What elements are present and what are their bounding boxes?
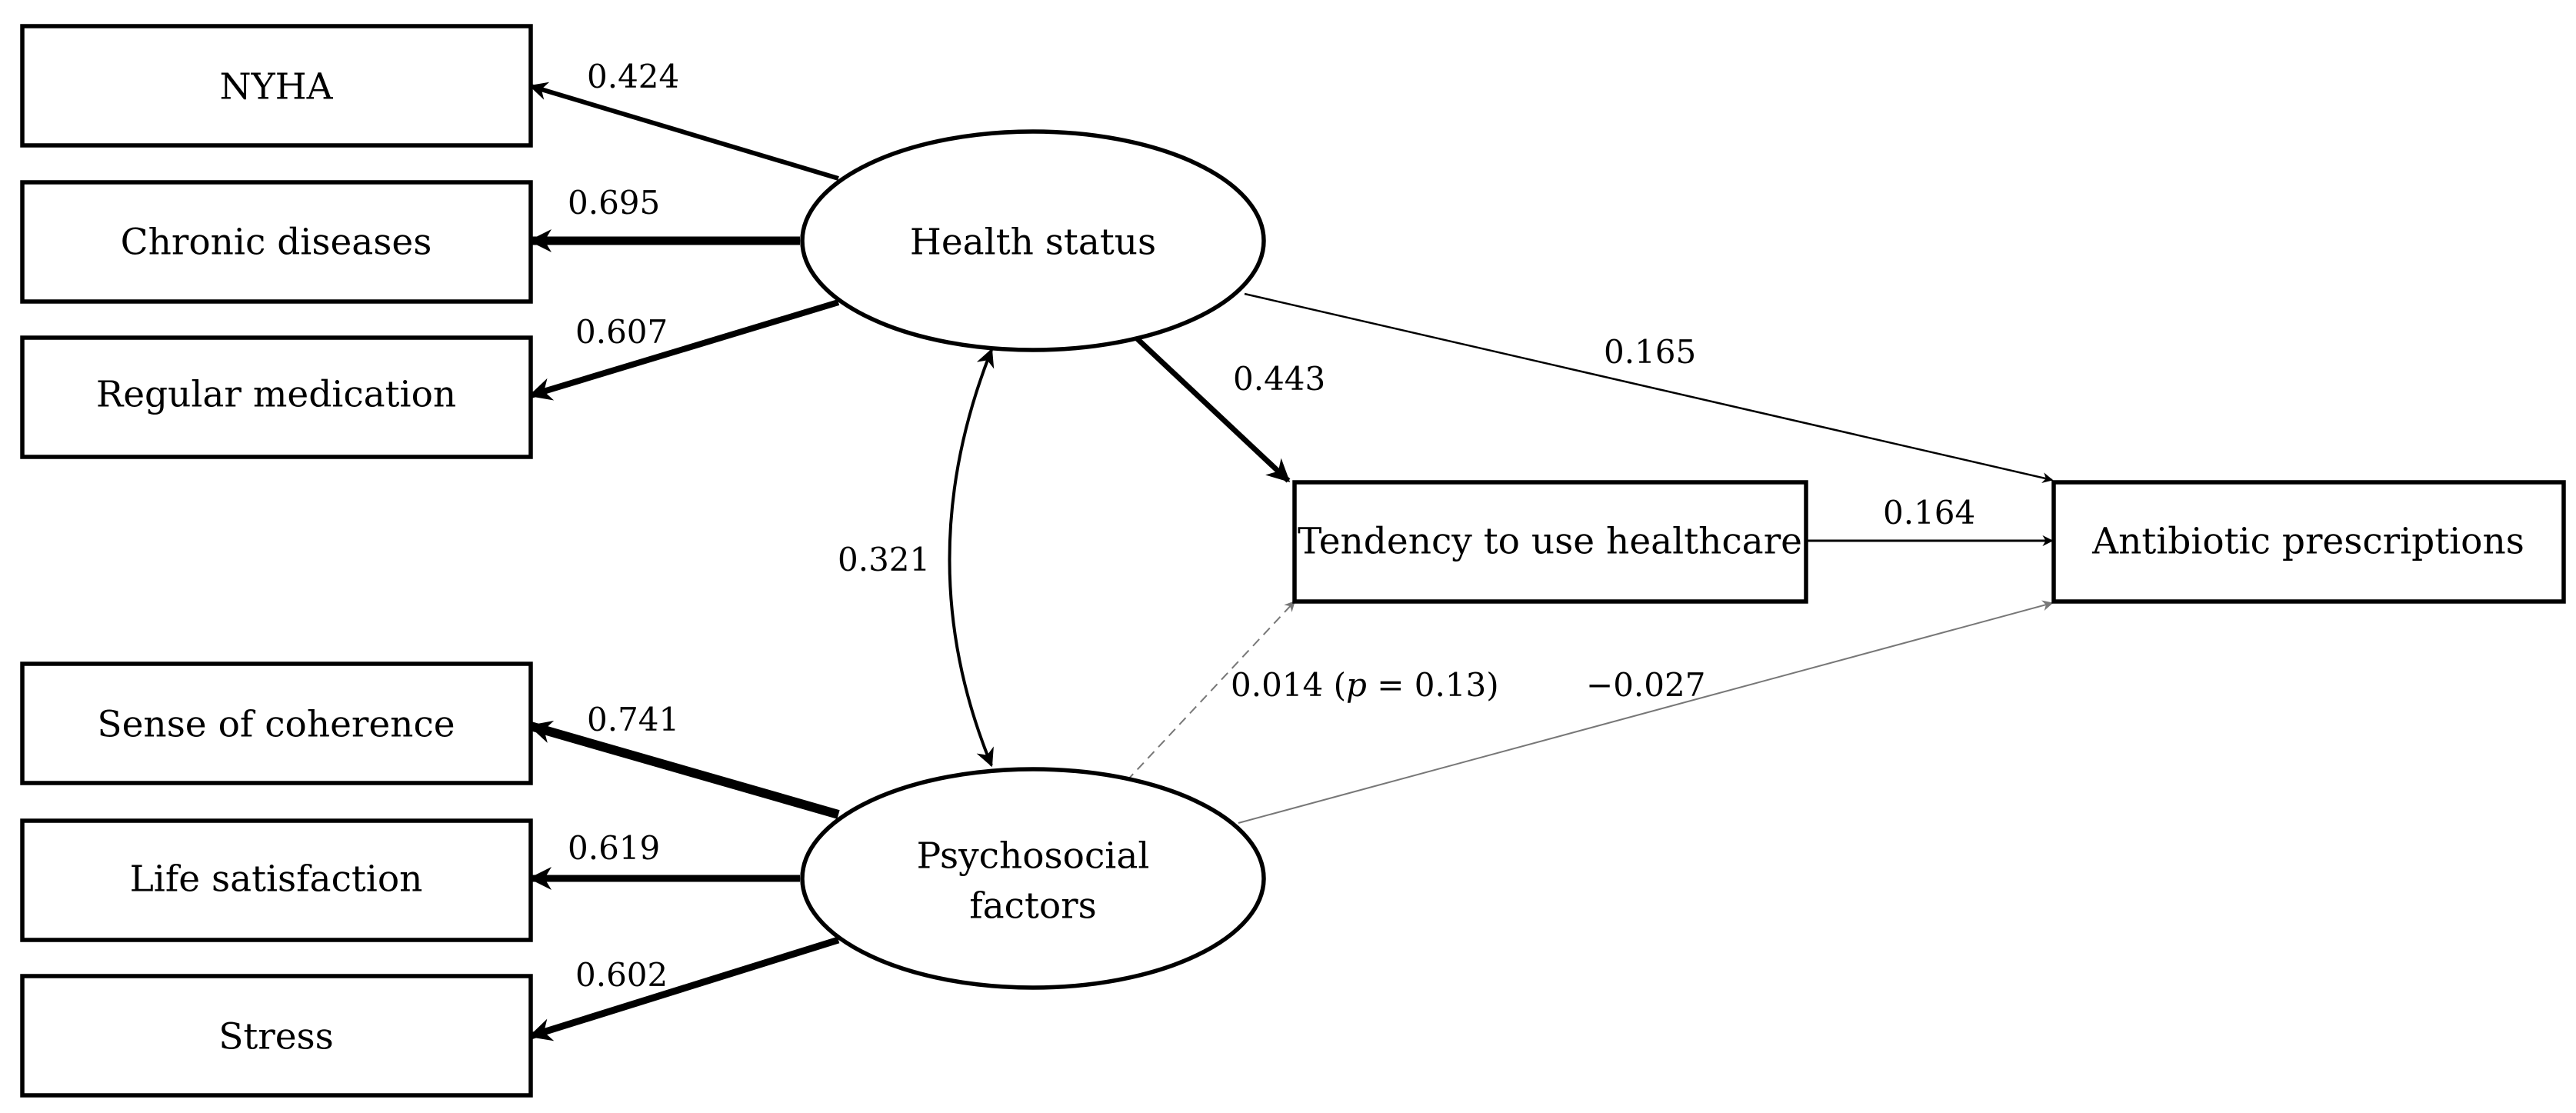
edge-psych-stress xyxy=(528,936,840,1041)
node-psychosocial-label-line1: Psychosocial xyxy=(917,835,1150,878)
node-regular-medication: Regular medication xyxy=(20,335,533,459)
edge-health-nyha xyxy=(528,82,839,181)
edges xyxy=(528,82,2054,1041)
node-tendency: Tendency to use healthcare xyxy=(1292,480,1808,604)
coef-regular-medication: 0.607 xyxy=(575,313,668,351)
node-nyha-label: NYHA xyxy=(219,66,333,108)
node-sense-of-coherence: Sense of coherence xyxy=(20,661,533,785)
coef-sense-of-coherence: 0.741 xyxy=(587,701,679,738)
node-health-status: Health status xyxy=(800,129,1266,352)
coef-tendency-antibiotic: 0.164 xyxy=(1883,494,1975,532)
node-stress: Stress xyxy=(20,974,533,1098)
node-life-satisfaction-label: Life satisfaction xyxy=(130,858,423,901)
node-chronic-diseases-label: Chronic diseases xyxy=(121,222,432,264)
indicator-boxes: NYHA Chronic diseases Regular medication… xyxy=(20,24,533,1098)
coef-nyha: 0.424 xyxy=(587,58,679,95)
coef-life-satisfaction: 0.619 xyxy=(568,829,660,867)
node-regular-medication-label: Regular medication xyxy=(96,374,456,416)
node-chronic-diseases: Chronic diseases xyxy=(20,180,533,304)
coef-psych-tendency: 0.014 (p = 0.13) xyxy=(1231,666,1499,704)
edge-health-antibiotic xyxy=(1244,292,2054,483)
node-nyha: NYHA xyxy=(20,24,533,148)
node-tendency-label: Tendency to use healthcare xyxy=(1298,521,1802,563)
edge-psych-antibiotic xyxy=(1238,600,2054,824)
coef-psych-antibiotic: −0.027 xyxy=(1586,666,1705,704)
node-stress-label: Stress xyxy=(218,1016,334,1058)
coefficients: 0.424 0.695 0.607 0.165 0.443 0.321 0.16… xyxy=(568,58,1975,994)
node-sense-of-coherence-label: Sense of coherence xyxy=(97,704,455,746)
edge-health-medication xyxy=(528,299,840,401)
node-psychosocial-factors: Psychosocial factors xyxy=(800,767,1266,990)
coef-health-antibiotic: 0.165 xyxy=(1604,333,1696,371)
edge-psych-tendency xyxy=(1126,600,1295,781)
coef-chronic-diseases: 0.695 xyxy=(568,184,660,222)
coef-health-tendency: 0.443 xyxy=(1233,360,1325,398)
node-health-status-label: Health status xyxy=(910,222,1156,264)
edge-health-tendency xyxy=(1135,336,1291,483)
node-antibiotic: Antibiotic prescriptions xyxy=(2051,480,2566,604)
node-life-satisfaction: Life satisfaction xyxy=(20,818,533,942)
edge-correlation xyxy=(948,348,995,768)
coef-correlation: 0.321 xyxy=(838,541,930,578)
edge-psych-coherence xyxy=(528,721,840,819)
coef-stress: 0.602 xyxy=(575,956,668,994)
node-antibiotic-label: Antibiotic prescriptions xyxy=(2091,521,2524,563)
node-psychosocial-label-line2: factors xyxy=(969,885,1097,928)
